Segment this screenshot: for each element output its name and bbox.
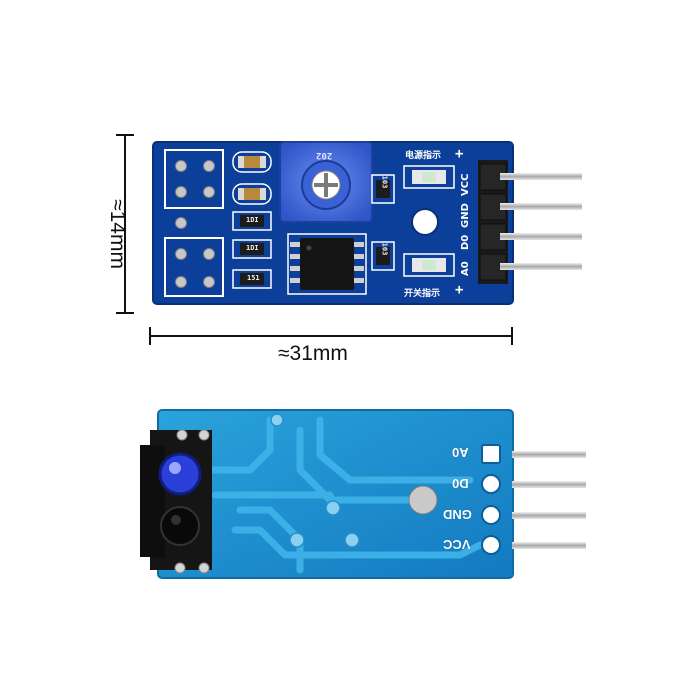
pin-label-gnd: GND bbox=[460, 203, 471, 228]
plus-sign-top: + bbox=[455, 146, 464, 162]
resistor bbox=[232, 239, 272, 259]
switch-indicator-label: 开关指示 bbox=[404, 289, 441, 299]
bottom-pin-pads bbox=[481, 444, 501, 555]
pin-label-vcc: VCC bbox=[460, 173, 471, 196]
capacitor bbox=[232, 183, 272, 205]
width-dimension-line bbox=[149, 327, 513, 345]
height-dimension-line bbox=[116, 134, 134, 314]
power-indicator-label: 电源指示 bbox=[405, 151, 442, 161]
top-pin-labels: VCC GND D0 A0 bbox=[460, 150, 474, 280]
bottom-header-pins bbox=[512, 451, 586, 549]
top-pcb bbox=[152, 141, 582, 305]
resistor bbox=[232, 211, 272, 231]
bottom-pin-label-d0: D0 bbox=[452, 476, 469, 491]
height-dimension-label: ≈14mm bbox=[106, 199, 129, 269]
resistor bbox=[232, 269, 272, 289]
switch-led bbox=[403, 253, 455, 277]
pin-label-d0: D0 bbox=[460, 234, 471, 250]
resistor bbox=[371, 174, 395, 204]
power-led bbox=[403, 165, 455, 189]
comparator-chip bbox=[287, 233, 367, 295]
resistor bbox=[371, 241, 395, 271]
pot-code: 202 bbox=[316, 150, 333, 160]
header-pins bbox=[500, 173, 582, 270]
plus-sign-bottom: + bbox=[455, 282, 464, 298]
capacitor bbox=[232, 151, 272, 173]
bottom-pin-label-vcc: VCC bbox=[443, 537, 471, 552]
bottom-pin-label-gnd: GND bbox=[443, 507, 472, 522]
pin-label-a0: A0 bbox=[460, 261, 471, 276]
chip-marking: 1DI bbox=[246, 244, 259, 252]
ir-sensor bbox=[140, 429, 212, 574]
mounting-hole bbox=[411, 208, 439, 236]
bottom-pcb bbox=[140, 409, 586, 579]
resistor-code: 103 bbox=[380, 242, 389, 256]
chip-marking: 1DI bbox=[246, 216, 259, 224]
resistor-code: 103 bbox=[380, 175, 389, 189]
width-dimension-label: ≈31mm bbox=[278, 342, 348, 365]
bottom-pin-label-a0: A0 bbox=[452, 445, 469, 460]
resistor-code: 151 bbox=[247, 274, 260, 282]
